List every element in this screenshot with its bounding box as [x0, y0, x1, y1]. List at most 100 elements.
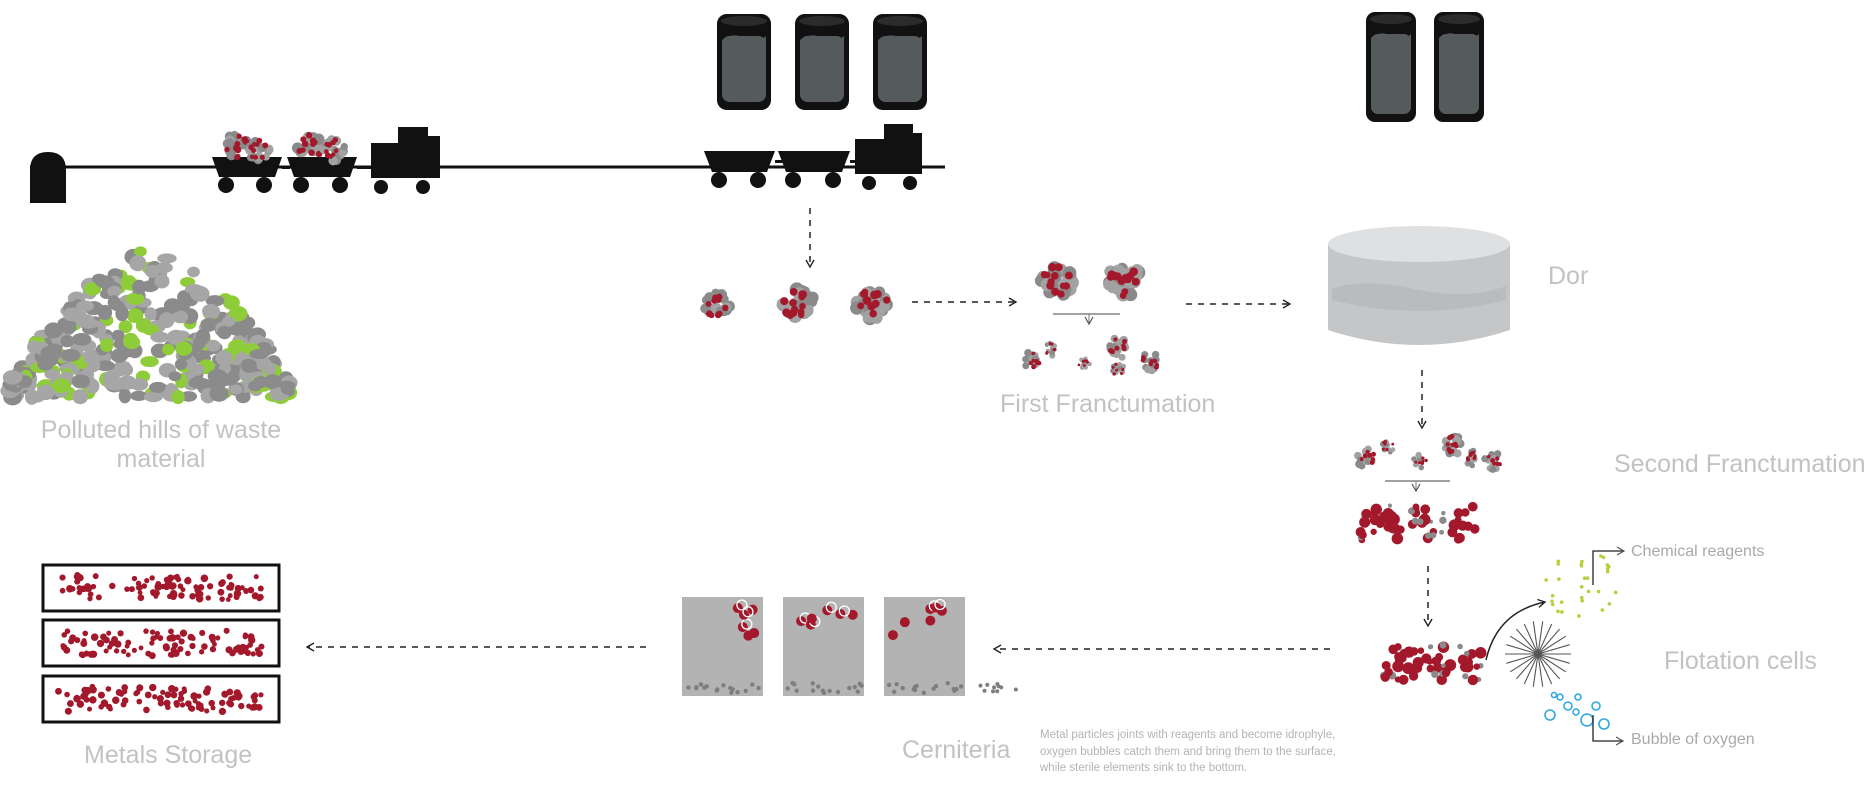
metal-grain: [228, 695, 234, 702]
sterile-grain: [730, 686, 735, 692]
oxygen-bubbles: [1544, 691, 1610, 730]
loaded-cart-2: [287, 131, 357, 193]
pollutant-grain: [228, 305, 248, 322]
metal-grain: [799, 302, 806, 310]
flotation-arrow: [1485, 598, 1547, 661]
metal-grain: [181, 686, 187, 692]
label-metals-storage: Metals Storage: [84, 741, 253, 769]
metal-grain: [1454, 532, 1465, 543]
reagent-dot: [1580, 598, 1584, 603]
metal-grain: [1054, 263, 1063, 272]
metal-grain: [217, 588, 225, 596]
metal-grain: [165, 579, 173, 587]
label-bubble-of-oxygen: Bubble of oxygen: [1631, 731, 1755, 748]
metal-grain: [198, 649, 205, 655]
sterile-grain: [992, 685, 997, 690]
metal-grain: [247, 586, 255, 594]
rock-grain: [111, 329, 125, 341]
metal-grain: [174, 634, 181, 641]
rock-grain: [209, 385, 229, 402]
metal-grain: [165, 704, 171, 711]
metal-grain: [184, 577, 192, 585]
metal-grain: [89, 696, 97, 704]
rock-grain: [102, 370, 120, 385]
metal-grain: [1114, 345, 1120, 351]
reagent-dot: [1544, 578, 1548, 582]
metal-grain: [1490, 458, 1495, 463]
metal-grain: [1367, 452, 1373, 458]
metal-grain: [714, 311, 722, 319]
cart-ore-load: [222, 130, 274, 165]
empty-cart-2: [778, 151, 850, 172]
metal-grain: [160, 583, 166, 590]
metal-grain: [157, 700, 164, 707]
sterile-grain: [855, 689, 861, 694]
metal-grain: [199, 629, 206, 637]
metal-grain: [259, 154, 265, 160]
metal-grain: [252, 141, 257, 147]
metal-grain: [61, 632, 68, 638]
metal-grain: [113, 648, 120, 654]
metal-grain: [204, 708, 210, 714]
metal-grain: [143, 706, 150, 714]
reagent-dot: [1585, 576, 1590, 580]
rock-grain: [190, 285, 210, 302]
rock-grain: [37, 357, 54, 371]
empty-train: [704, 124, 922, 190]
rock-grain: [107, 295, 121, 310]
rock-grain: [263, 374, 282, 390]
metal-grain: [143, 628, 149, 634]
rock-grain: [263, 362, 277, 376]
metal-grain: [59, 587, 66, 594]
sterile-grain: [756, 685, 761, 691]
sterile-grain: [891, 689, 897, 695]
metal-grain: [205, 595, 211, 601]
sterile-grain: [827, 688, 832, 694]
sterile-grain: [931, 686, 936, 691]
metal-grain: [1473, 454, 1477, 458]
metal-grain: [862, 296, 872, 305]
metal-grain: [1081, 359, 1085, 363]
metal-grain: [135, 580, 142, 587]
metal-grain: [1152, 358, 1158, 364]
sterile-grain: [743, 688, 748, 694]
metal-grain: [1381, 447, 1385, 451]
metal-grain: [235, 644, 242, 650]
rock-grain: [1453, 449, 1462, 458]
metal-grain: [192, 698, 198, 704]
reagent-dot: [1556, 559, 1561, 564]
rock-grain: [60, 334, 75, 348]
metal-grain: [1124, 275, 1132, 284]
metal-grain: [178, 592, 185, 599]
metal-grain: [190, 692, 198, 700]
mine-tunnel-icon: [30, 152, 66, 203]
metal-grain: [193, 584, 199, 590]
storage-bin: [41, 563, 281, 613]
metal-grain: [246, 703, 252, 709]
sterile-grain: [857, 681, 862, 687]
metal-grain: [1436, 674, 1447, 686]
metal-grain: [1454, 443, 1459, 449]
metal-grain: [167, 651, 174, 658]
metal-grain: [711, 297, 718, 304]
metal-grain: [1084, 359, 1088, 363]
rock-grain: [79, 318, 99, 329]
metal-grain: [1119, 292, 1127, 299]
rock-grain: [1144, 365, 1153, 374]
metal-grain: [1111, 366, 1115, 369]
rock-grain: [2, 370, 23, 385]
metal-grain: [1034, 358, 1039, 364]
sterile-grain: [810, 688, 816, 693]
reagent-dot: [1550, 599, 1554, 604]
metal-grain: [871, 299, 880, 308]
metal-grain: [80, 585, 87, 593]
pollutant-grain: [52, 378, 71, 394]
metal-grain: [1402, 662, 1415, 675]
sterile-grain: [991, 689, 996, 694]
rock-grain: [1049, 350, 1056, 356]
metal-grain: [305, 132, 313, 139]
metal-grain: [1369, 514, 1381, 526]
rock-grain: [1441, 510, 1446, 516]
metal-grain: [136, 698, 143, 705]
pollutant-grain: [125, 292, 145, 305]
